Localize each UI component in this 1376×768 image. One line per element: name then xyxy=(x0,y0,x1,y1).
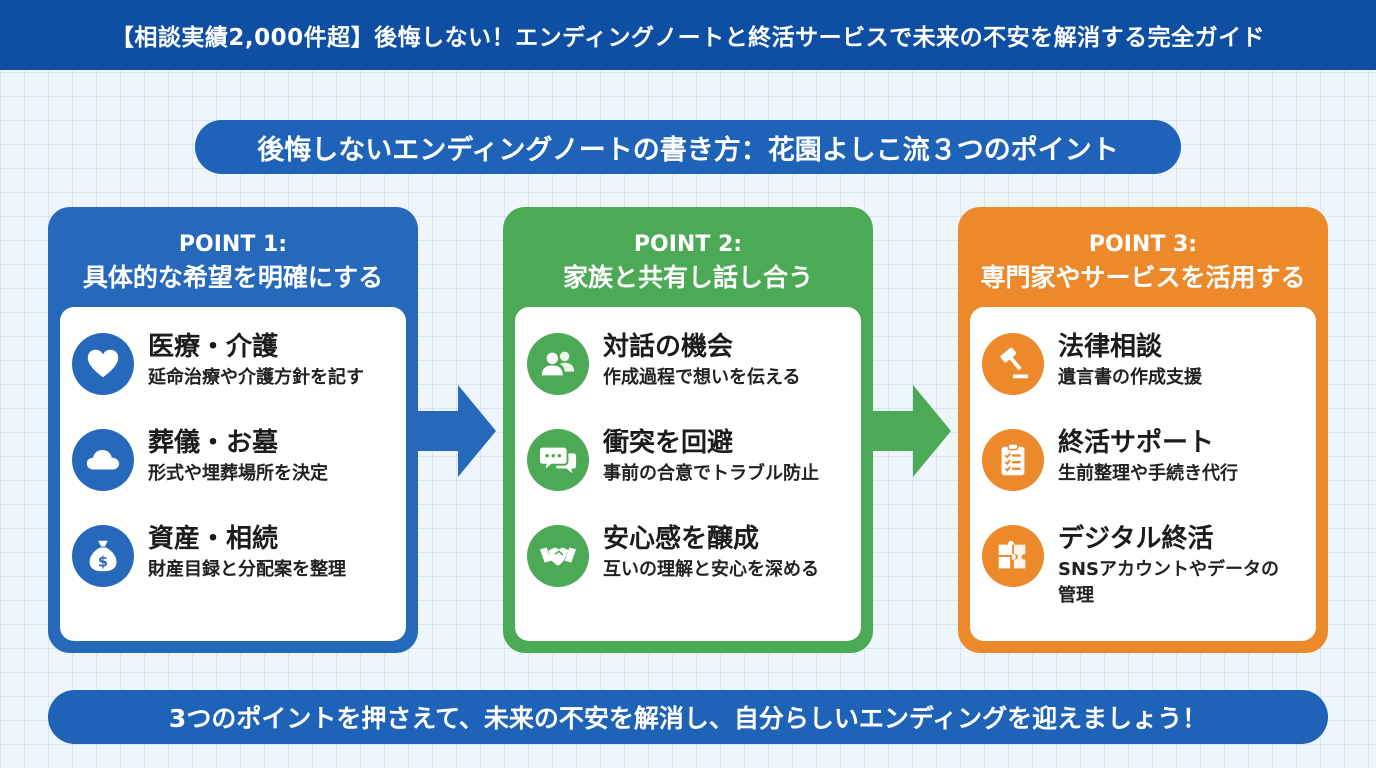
cloud-icon xyxy=(72,429,134,491)
point-3-item-legal: 法律相談 遺言書の作成支援 xyxy=(982,329,1306,425)
point-2-item-conflict: 衝突を回避 事前の合意でトラブル防止 xyxy=(527,425,851,521)
point-3-title: 専門家やサービスを活用する xyxy=(980,263,1306,292)
people-icon xyxy=(527,333,589,395)
point-2-item-reassurance: 安心感を醸成 互いの理解と安心を深める xyxy=(527,521,851,617)
item-heading: 医療・介護 xyxy=(148,332,279,362)
arrow-right-icon xyxy=(873,385,951,477)
item-heading: 資産・相続 xyxy=(148,524,279,554)
point-2-label: POINT 2: xyxy=(633,232,743,257)
item-heading: 安心感を醸成 xyxy=(603,524,760,554)
item-heading: 衝突を回避 xyxy=(603,428,734,458)
item-description: 遺言書の作成支援 xyxy=(1058,367,1202,388)
item-description: 互いの理解と安心を深める xyxy=(603,559,819,580)
point-2-title: 家族と共有し話し合う xyxy=(562,263,813,292)
point-3-body: 法律相談 遺言書の作成支援 終活サポート 生前整理や手続き代行 xyxy=(970,307,1316,641)
arrow-right-icon xyxy=(418,385,496,477)
footer-message: 3つのポイントを押さえて、未来の不安を解消し、自分らしいエンディングを迎えましょ… xyxy=(48,690,1328,744)
item-heading: デジタル終活 xyxy=(1058,524,1214,554)
item-heading: 法律相談 xyxy=(1058,332,1163,362)
point-1-card: POINT 1: 具体的な希望を明確にする 医療・介護 延命治療や介護方針を記す… xyxy=(48,207,418,653)
point-1-item-funeral: 葬儀・お墓 形式や埋葬場所を決定 xyxy=(72,425,396,521)
item-heading: 終活サポート xyxy=(1058,428,1215,458)
point-3-card: POINT 3: 専門家やサービスを活用する 法律相談 遺言書の作成支援 xyxy=(958,207,1328,653)
item-description: 延命治療や介護方針を記す xyxy=(148,367,364,388)
point-2-card: POINT 2: 家族と共有し話し合う 対話の機会 作成過程で想いを伝える xyxy=(503,207,873,653)
puzzle-icon xyxy=(982,525,1044,587)
item-heading: 葬儀・お墓 xyxy=(148,428,279,458)
item-description: SNSアカウントやデータの xyxy=(1058,559,1279,580)
item-heading: 対話の機会 xyxy=(603,332,734,362)
clipboard-checklist-icon xyxy=(982,429,1044,491)
page-banner: 【相談実績2,000件超】後悔しない！エンディングノートと終活サービスで未来の不… xyxy=(0,0,1376,70)
point-3-header: POINT 3: 専門家やサービスを活用する xyxy=(970,219,1316,307)
item-description: 形式や埋葬場所を決定 xyxy=(148,463,328,484)
svg-text:$: $ xyxy=(98,554,108,570)
point-2-header: POINT 2: 家族と共有し話し合う xyxy=(515,219,861,307)
item-description: 事前の合意でトラブル防止 xyxy=(603,463,819,484)
money-bag-icon: $ xyxy=(72,525,134,587)
gavel-icon xyxy=(982,333,1044,395)
point-1-item-medical: 医療・介護 延命治療や介護方針を記す xyxy=(72,329,396,425)
item-description: 生前整理や手続き代行 xyxy=(1058,463,1238,484)
heart-icon xyxy=(72,333,134,395)
point-1-title: 具体的な希望を明確にする xyxy=(82,263,384,292)
chat-bubbles-icon xyxy=(527,429,589,491)
point-1-body: 医療・介護 延命治療や介護方針を記す 葬儀・お墓 形式や埋葬場所を決定 $ xyxy=(60,307,406,641)
section-subtitle: 後悔しないエンディングノートの書き方：花園よしこ流３つのポイント xyxy=(195,120,1181,174)
point-1-header: POINT 1: 具体的な希望を明確にする xyxy=(60,219,406,307)
point-2-item-dialogue: 対話の機会 作成過程で想いを伝える xyxy=(527,329,851,425)
point-3-item-support: 終活サポート 生前整理や手続き代行 xyxy=(982,425,1306,521)
item-description: 財産目録と分配案を整理 xyxy=(148,559,346,580)
handshake-icon xyxy=(527,525,589,587)
point-1-item-assets: $ 資産・相続 財産目録と分配案を整理 xyxy=(72,521,396,617)
point-3-item-digital: デジタル終活 SNSアカウントやデータの 管理 xyxy=(982,521,1306,617)
item-description-continued: 管理 xyxy=(1058,585,1094,606)
point-3-label: POINT 3: xyxy=(1088,232,1198,257)
point-2-body: 対話の機会 作成過程で想いを伝える 衝突を回避 事前の合意でトラブル防止 xyxy=(515,307,861,641)
point-1-label: POINT 1: xyxy=(178,232,288,257)
item-description: 作成過程で想いを伝える xyxy=(603,367,801,388)
